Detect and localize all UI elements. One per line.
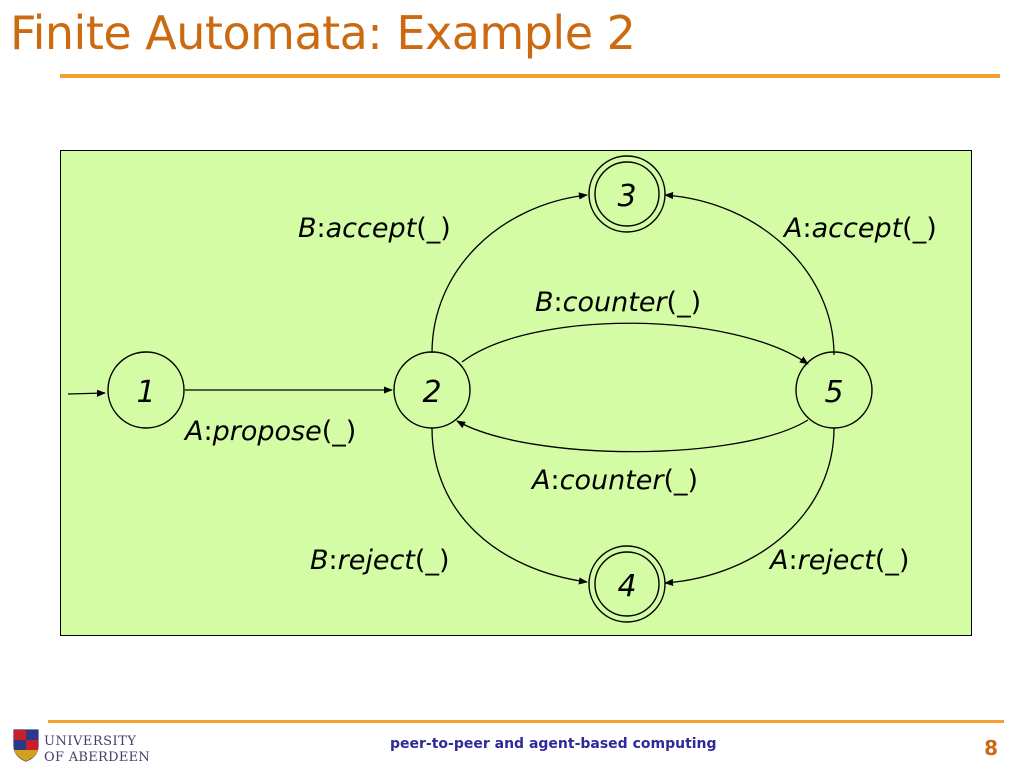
page-number: 8: [984, 736, 998, 760]
label-1-2: A:propose(_): [183, 416, 356, 447]
state-2: 2: [393, 351, 471, 429]
start-arrow: [67, 389, 106, 397]
label-2-5: B:counter(_): [535, 287, 701, 318]
state-5-label: 5: [824, 375, 843, 410]
footer-course-title: peer-to-peer and agent-based computing: [390, 736, 717, 752]
state-1-label: 1: [136, 375, 155, 410]
edge-2-5: [461, 322, 809, 365]
edge-5-4: [664, 427, 835, 586]
state-4: 4: [588, 545, 666, 623]
label-5-3: A:accept(_): [782, 213, 937, 244]
university-logo: UNIVERSITY OF ABERDEEN: [10, 722, 150, 768]
footer-divider: [48, 720, 1004, 723]
state-1: 1: [107, 351, 185, 429]
state-3-label: 3: [617, 179, 636, 214]
label-5-2: A:counter(_): [530, 465, 698, 496]
slide-title: Finite Automata: Example 2: [10, 6, 636, 60]
edge-5-3: [664, 192, 835, 356]
title-divider: [60, 74, 1000, 78]
crest-icon: [13, 729, 39, 762]
state-3: 3: [588, 155, 666, 233]
label-5-4: A:reject(_): [768, 545, 909, 576]
edge-2-3: [431, 192, 588, 354]
state-4-label: 4: [617, 569, 636, 604]
university-name-line1: UNIVERSITY: [44, 734, 137, 749]
state-2-label: 2: [422, 375, 441, 410]
edge-5-2: [456, 419, 809, 453]
label-2-3: B:accept(_): [298, 213, 451, 244]
diagram-background: [60, 150, 972, 636]
automaton-diagram: 1 2 3 4 5 A:propose(_) B:accept(_) A:acc…: [67, 155, 937, 623]
university-name-line2: OF ABERDEEN: [44, 750, 151, 765]
state-5: 5: [795, 351, 873, 429]
label-2-4: B:reject(_): [310, 545, 449, 576]
edge-2-4: [431, 427, 588, 585]
